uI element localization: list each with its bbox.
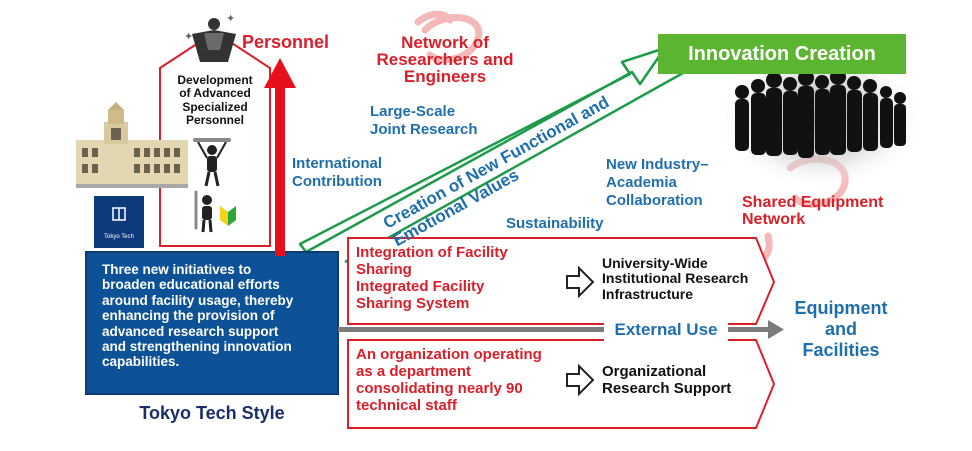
tokyo-tech-style-caption: Tokyo Tech Style: [139, 403, 285, 423]
research-infrastructure-text: University-Wide Institutional Research I…: [602, 255, 749, 302]
worker-wrench-icon: [193, 138, 231, 187]
network-researchers-label: Network of Researchers and Engineers: [376, 33, 514, 86]
sustainability-label: Sustainability: [506, 215, 604, 232]
main-initiative-text: Three new initiatives to broaden educati…: [102, 262, 294, 370]
tokyo-tech-logo: [94, 196, 144, 248]
main-initiative-box: [85, 251, 339, 395]
tokyo-tech-logo-text: Tokyo Tech: [104, 234, 134, 240]
industry-academia-label: New Industry– Academia Collaboration: [606, 156, 709, 209]
large-scale-research-label: Large-Scale Joint Research: [370, 103, 478, 138]
personnel-label: Personnel: [242, 32, 330, 52]
innovation-banner: [658, 34, 906, 74]
facility-sharing-box: [347, 237, 776, 325]
green-diagonal-arrows: [298, 46, 693, 264]
university-building-icon: [76, 102, 188, 188]
organization-text: An organization operating as a departmen…: [356, 346, 542, 415]
hollow-arrow-icon: [566, 363, 595, 397]
personnel-card-text: Development of Advanced Specialized Pers…: [177, 73, 253, 128]
equipment-facilities-label: Equipment and Facilities: [794, 298, 888, 361]
crowd-silhouette-icon: [735, 69, 906, 158]
lower-green-line: [344, 66, 693, 264]
shared-equipment-label: Shared Equipment Network: [742, 194, 884, 228]
innovation-creation-title: Innovation Creation: [688, 43, 876, 65]
external-use-label: External Use: [614, 320, 718, 339]
worker-beginner-icon: [194, 190, 236, 233]
superhero-icon: ✦ ✦: [184, 12, 236, 62]
red-up-arrow: [264, 58, 296, 256]
svg-text:✦: ✦: [226, 12, 235, 25]
organizational-support-text: Organizational Research Support: [602, 363, 732, 397]
swirl-decoration-top: [414, 10, 483, 64]
svg-text:✦: ✦: [184, 30, 193, 43]
upper-green-arrow: [298, 46, 667, 254]
international-contribution-label: International Contribution: [292, 155, 383, 190]
facility-sharing-text: Integration of Facility Sharing Integrat…: [356, 244, 508, 313]
external-use-arrow: [338, 319, 784, 341]
hollow-arrow-icon: [566, 265, 595, 299]
